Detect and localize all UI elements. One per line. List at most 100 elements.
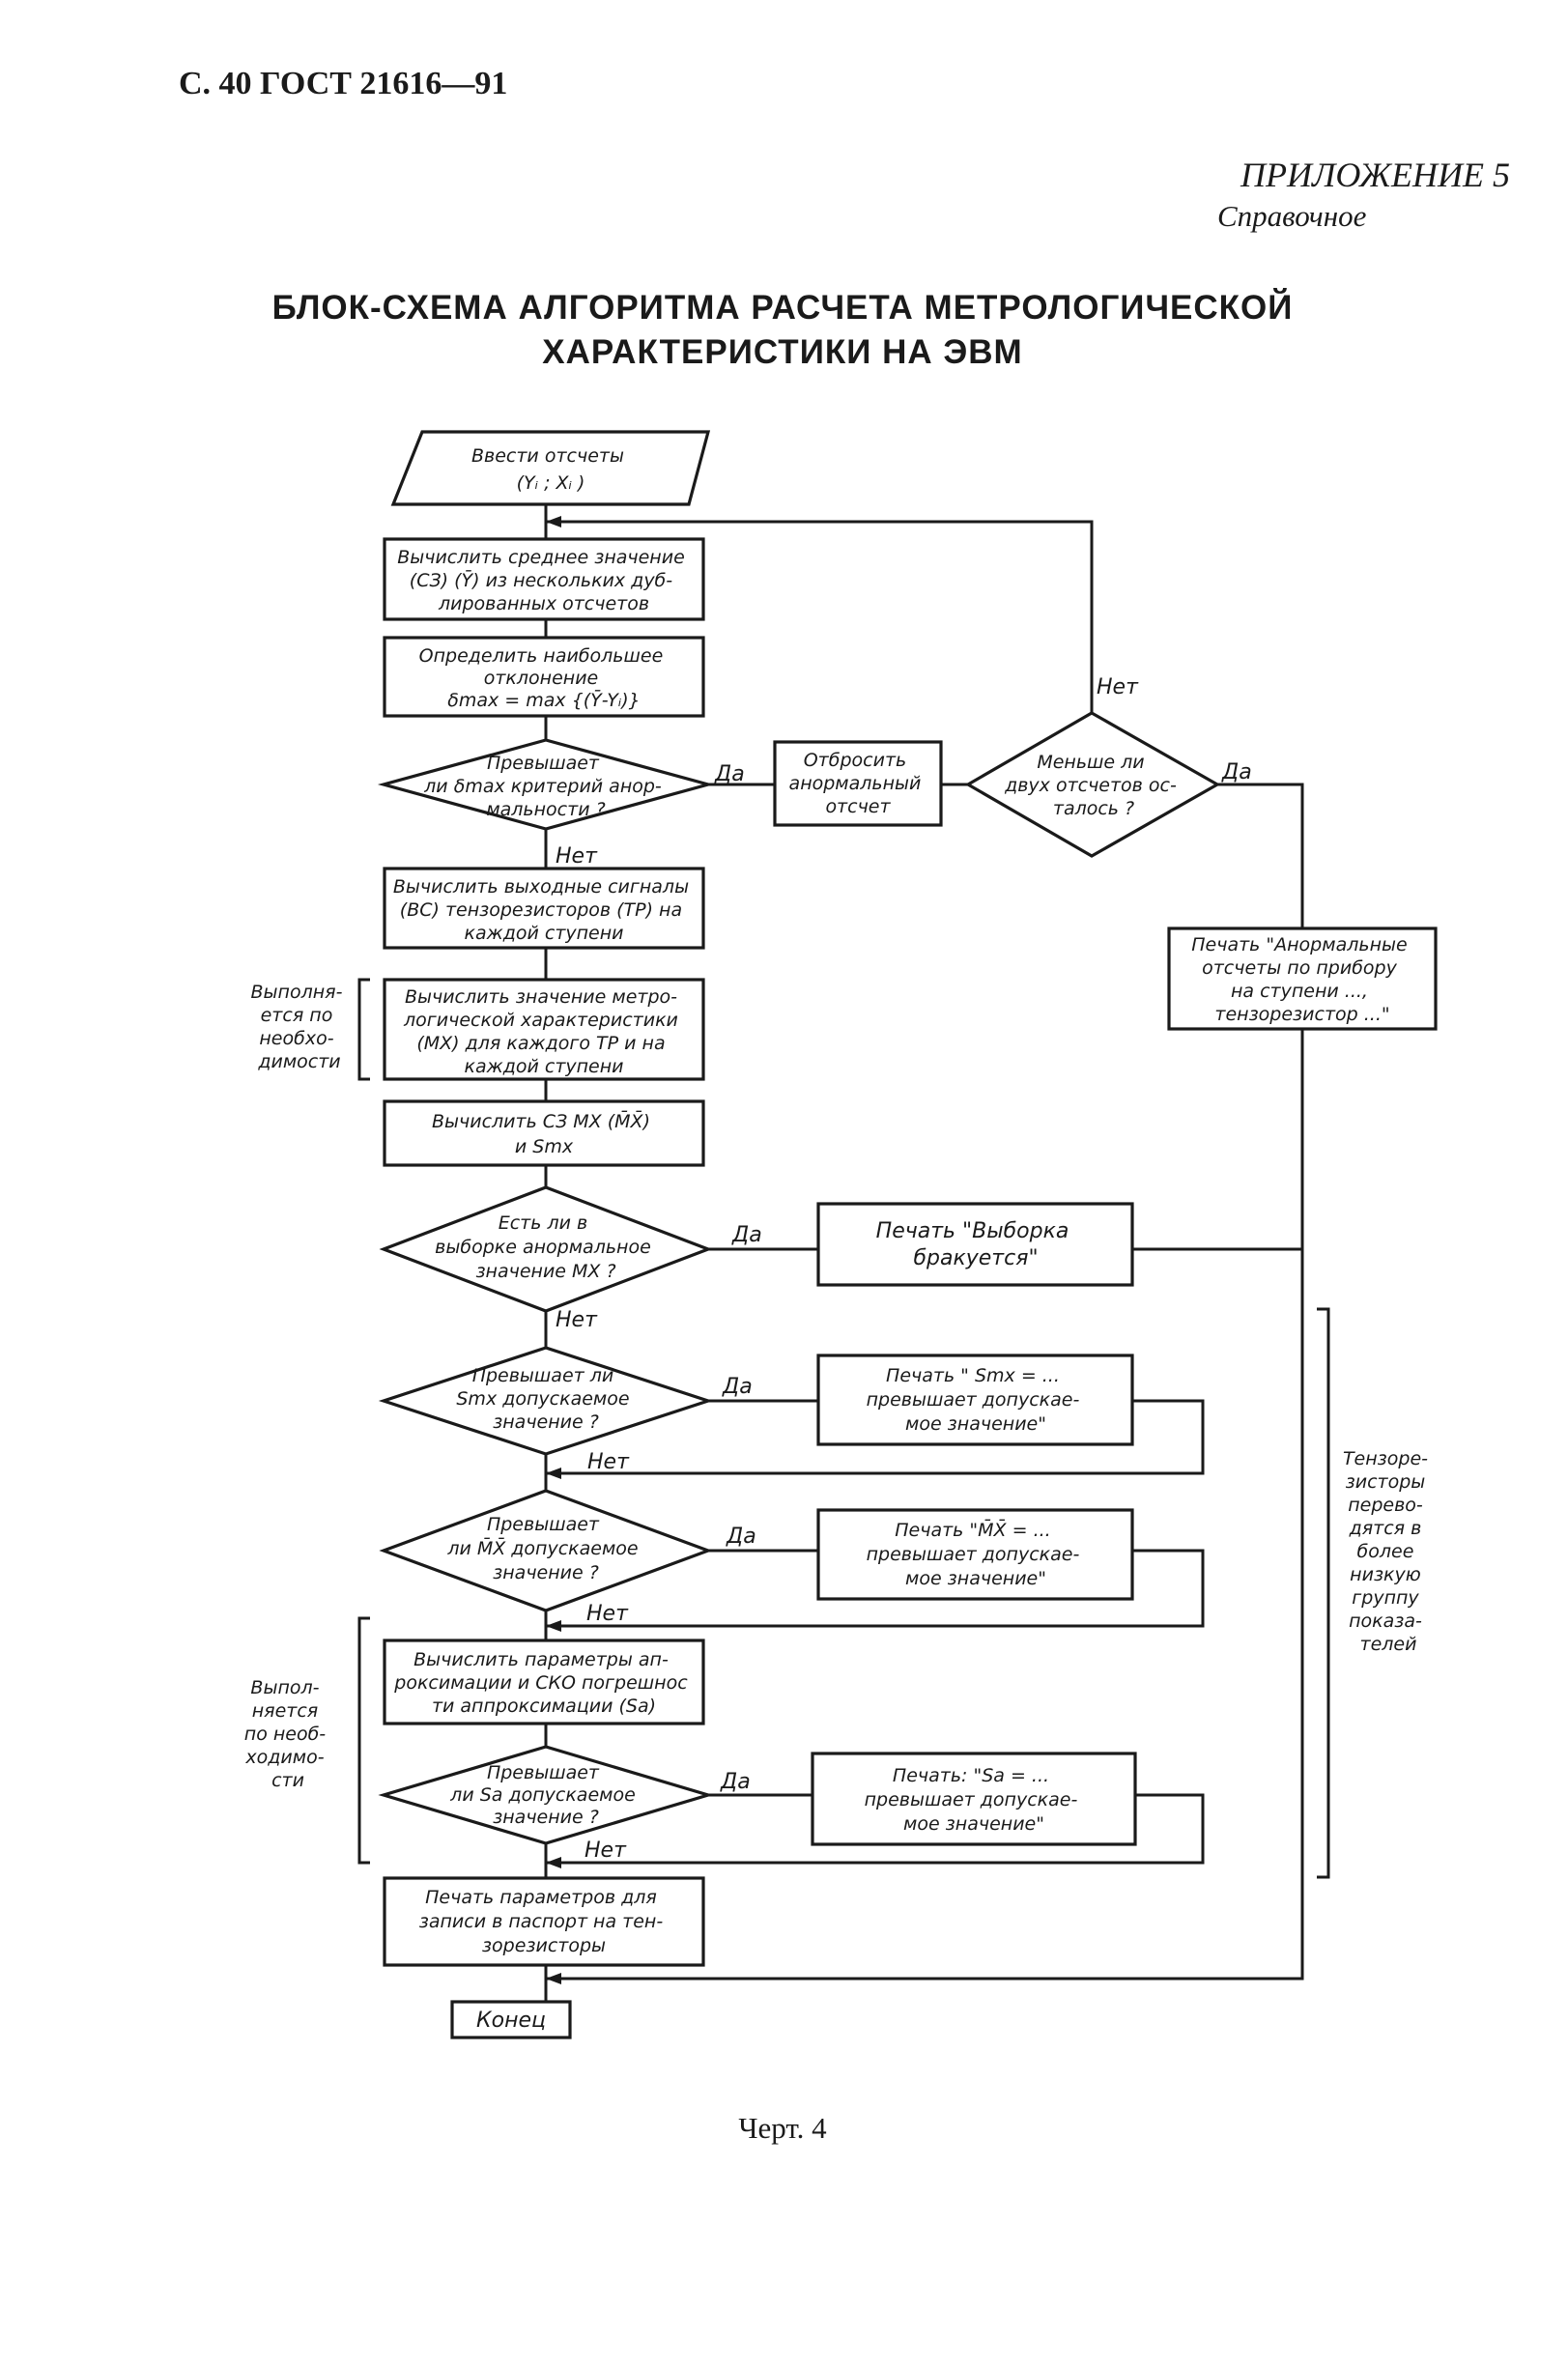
calc-mx-box: [383, 978, 705, 1081]
check-mx-line: Превышает: [487, 1514, 600, 1535]
figure-caption: Черт. 4: [738, 2111, 827, 2145]
input-line: Ввести отсчеты: [471, 445, 624, 467]
check-sample-line: значение МХ ?: [475, 1261, 615, 1282]
check-mx-text: Превышает ли M̄X̄ допускаемое значение ?: [446, 1514, 643, 1583]
print-params-text: Печать параметров для записи в паспорт н…: [419, 1887, 670, 1956]
note-line: перево-: [1348, 1495, 1423, 1516]
end-text: Конец: [476, 2009, 546, 2033]
document-title-line-2: ХАРАКТЕРИСТИКИ НА ЭВМ: [542, 333, 1023, 371]
calc-mx-line: (МХ) для каждого ТР и на: [416, 1033, 665, 1054]
calc-mx-line: логической характеристики: [403, 1010, 678, 1031]
print-anomalous-line: Печать "Анормальные: [1191, 934, 1407, 955]
check-count-diamond: [964, 711, 1221, 858]
print-sa-line: мое значение": [903, 1813, 1044, 1835]
calc-mx-text: Вычислить значение метро- логической хар…: [403, 986, 684, 1077]
check-mx-line: ли M̄X̄ допускаемое: [446, 1536, 638, 1559]
max-deviation-box: [383, 636, 705, 718]
note-line: няется: [252, 1700, 319, 1722]
print-reject-text: Печать "Выборка бракуется": [876, 1219, 1076, 1270]
calc-mean-mx-box: [383, 1099, 705, 1167]
check-sa-line: Превышает: [487, 1762, 600, 1783]
calc-approx-box: [383, 1639, 705, 1725]
calc-outputs-line: каждой ступени: [464, 923, 623, 944]
note-as-needed-1: Выполня- ется по необхо- димости: [251, 982, 349, 1072]
note-line: по необ-: [244, 1724, 327, 1745]
calc-mean-line: лированных отсчетов: [438, 593, 649, 614]
no-label: Нет: [1097, 675, 1139, 699]
print-anomalous-line: на ступени ...,: [1231, 981, 1368, 1002]
print-params-line: Печать параметров для: [425, 1887, 657, 1908]
print-sa-line: Печать: "Sa = ...: [893, 1765, 1049, 1786]
max-deviation-text: Определить наибольшее отклонение δmax = …: [419, 645, 670, 711]
check-count-line: двух отсчетов ос-: [1004, 775, 1177, 796]
note-line: зисторы: [1346, 1471, 1426, 1493]
calc-outputs-line: (ВС) тензорезисторов (ТР) на: [400, 899, 682, 921]
note-line: необхо-: [259, 1028, 333, 1049]
discard-line: отсчет: [825, 796, 891, 817]
print-params-line: записи в паспорт на тен-: [419, 1911, 664, 1932]
yes-label: Да: [722, 1375, 753, 1399]
calc-approx-text: Вычислить параметры ап- роксимации и СКО…: [393, 1649, 693, 1717]
calc-mean-line: Вычислить среднее значение: [397, 547, 685, 568]
note-line: низкую: [1350, 1564, 1421, 1585]
no-label: Нет: [556, 844, 598, 869]
print-anomalous-text: Печать "Анормальные отсчеты по прибору н…: [1191, 934, 1412, 1025]
print-reject-line: Печать "Выборка: [876, 1219, 1069, 1243]
note-as-needed-2: Выпол- няется по необ- ходимо- сти: [244, 1677, 331, 1791]
check-smx-line: Smx допускаемое: [456, 1388, 629, 1410]
note-line: димости: [257, 1051, 340, 1072]
no-label: Нет: [587, 1450, 630, 1474]
calc-outputs-box: [383, 867, 705, 950]
print-smx-text: Печать " Smx = ... превышает допускае- м…: [867, 1365, 1086, 1435]
note-line: Тензоре-: [1343, 1448, 1428, 1469]
note-line: сти: [271, 1770, 304, 1791]
print-mx-line: превышает допускае-: [867, 1544, 1080, 1565]
appendix-title: ПРИЛОЖЕНИЕ 5: [1240, 156, 1510, 194]
yes-label: Да: [714, 762, 745, 786]
page-header: С. 40 ГОСТ 21616—91: [179, 66, 508, 101]
end-box: [450, 2000, 572, 2039]
check-anomaly-line: мальности ?: [486, 799, 605, 820]
print-reject-box: [816, 1202, 1134, 1287]
calc-mean-mx-line: и Smx: [515, 1136, 574, 1157]
check-anomaly-text: Превышает ли δmax критерий анор- мальнос…: [423, 753, 668, 820]
document-title-line-1: БЛОК-СХЕМА АЛГОРИТМА РАСЧЕТА МЕТРОЛОГИЧЕ…: [271, 289, 1294, 327]
note-line: более: [1357, 1541, 1414, 1562]
note-line: Выполня-: [251, 982, 343, 1003]
check-sa-line: значение ?: [493, 1807, 599, 1828]
print-sa-line: превышает допускае-: [865, 1789, 1078, 1810]
print-sa-text: Печать: "Sa = ... превышает допускае- мо…: [865, 1765, 1084, 1835]
check-anomaly-line: Превышает: [487, 753, 600, 774]
print-smx-box: [816, 1354, 1134, 1446]
check-count-line: талось ?: [1053, 798, 1134, 819]
appendix-subtitle: Справочное: [1217, 199, 1367, 233]
check-smx-text: Превышает ли Smx допускаемое значение ?: [456, 1365, 635, 1433]
no-label: Нет: [556, 1308, 598, 1332]
print-sa-box: [811, 1752, 1137, 1846]
print-reject-line: бракуется": [913, 1246, 1038, 1270]
check-sample-line: Есть ли в: [499, 1212, 588, 1234]
print-anomalous-line: отсчеты по прибору: [1202, 957, 1397, 979]
discard-line: Отбросить: [804, 750, 907, 771]
calc-mean-mx-line: Вычислить СЗ МХ (M̄X̄): [432, 1109, 650, 1132]
discard-line: анормальный: [789, 773, 922, 794]
calc-mean-text: Вычислить среднее значение (СЗ) (Ȳ) из н…: [397, 547, 691, 614]
check-sample-line: выборке анормальное: [435, 1237, 651, 1258]
connectors: [544, 504, 1304, 2002]
note-line: ется по: [261, 1005, 333, 1026]
yes-label: Да: [726, 1525, 756, 1549]
no-label: Нет: [584, 1839, 627, 1863]
check-sa-line: ли Sa допускаемое: [449, 1784, 636, 1806]
input-parallelogram: [390, 430, 711, 506]
check-count-line: Меньше ли: [1037, 752, 1144, 773]
no-label: Нет: [586, 1602, 629, 1626]
print-anomalous-line: тензорезистор ...": [1214, 1004, 1389, 1025]
calc-mean-box: [383, 537, 705, 621]
document-title: БЛОК-СХЕМА АЛГОРИТМА РАСЧЕТА МЕТРОЛОГИЧЕ…: [174, 286, 1391, 375]
note-line: телей: [1360, 1634, 1417, 1655]
print-params-box: [383, 1876, 705, 1967]
yes-label: Да: [731, 1223, 762, 1247]
check-sample-text: Есть ли в выборке анормальное значение М…: [435, 1212, 657, 1282]
calc-approx-line: ти аппроксимации (Sa): [432, 1696, 656, 1717]
side-brackets: [357, 978, 1330, 1879]
